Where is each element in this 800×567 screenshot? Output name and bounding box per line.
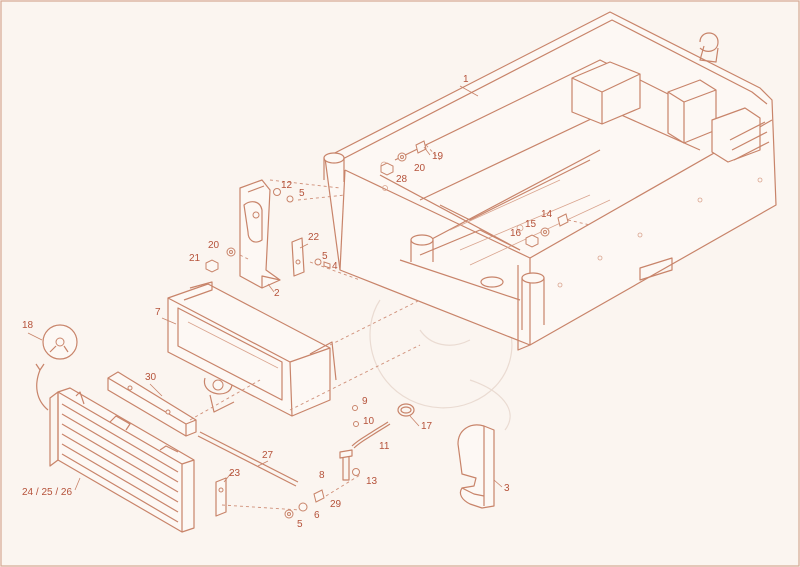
hardware-29-6-5 — [284, 489, 325, 519]
mounting-plate-part-30 — [107, 371, 197, 437]
callout-label-c7: 7 — [155, 307, 161, 318]
hardware-20-21 — [205, 247, 236, 273]
callout-label-c29: 29 — [330, 499, 342, 510]
hardware-19-20-28 — [380, 140, 427, 176]
callout-label-c1: 1 — [463, 74, 469, 85]
callout-label-c5c: 5 — [297, 519, 303, 530]
washer-part-10 — [353, 421, 359, 427]
callout-label-c2425: 24 / 25 / 26 — [22, 487, 72, 498]
callout-label-c13: 13 — [366, 476, 378, 487]
nut-part-13 — [352, 468, 360, 476]
leader-lines — [27, 85, 503, 491]
bracket-part-22 — [291, 237, 305, 277]
bolt-part-9 — [352, 405, 358, 411]
callout-label-c17: 17 — [421, 421, 433, 432]
callout-label-c6: 6 — [314, 510, 320, 521]
callout-label-c23: 23 — [229, 468, 241, 479]
callout-label-c9: 9 — [362, 396, 368, 407]
upright-guide-part-2 — [239, 179, 281, 289]
callout-label-c28: 28 — [396, 174, 408, 185]
callout-label-c15: 15 — [525, 219, 537, 230]
callout-label-c20a: 20 — [414, 163, 426, 174]
bumper-beam-part-7 — [167, 281, 337, 417]
callout-label-c18: 18 — [22, 320, 34, 331]
chain-part-11 — [351, 421, 391, 449]
callout-label-c8: 8 — [319, 470, 325, 481]
callout-label-c14: 14 — [541, 209, 553, 220]
callout-label-c30: 30 — [145, 372, 157, 383]
callout-label-c5b: 5 — [322, 251, 328, 262]
callout-label-c16: 16 — [510, 228, 522, 239]
callout-label-c12: 12 — [281, 180, 293, 191]
rod-part-27 — [197, 431, 299, 487]
pin-part-8 — [339, 449, 353, 481]
callout-label-c5a: 5 — [299, 188, 305, 199]
detail-callout-part-18 — [35, 324, 78, 411]
callout-label-c22: 22 — [308, 232, 320, 243]
cover-part-3 — [457, 424, 495, 509]
assembly-lines — [189, 144, 591, 511]
callout-label-c20b: 20 — [208, 240, 220, 251]
callout-label-c3: 3 — [504, 483, 510, 494]
callout-label-c11: 11 — [379, 441, 390, 452]
hardware-12-5 — [273, 188, 294, 203]
main-frame-part-1 — [323, 11, 777, 351]
callout-label-c21: 21 — [189, 253, 201, 264]
callout-label-c2: 2 — [274, 288, 280, 299]
callout-label-c27: 27 — [262, 450, 274, 461]
ring-part-17 — [397, 403, 415, 417]
hardware-14-15-16 — [525, 213, 569, 248]
callout-label-c10: 10 — [363, 416, 375, 427]
bracket-part-23 — [215, 477, 227, 517]
callout-label-c19: 19 — [432, 151, 444, 162]
grille-part-24-25-26 — [49, 387, 195, 533]
callout-label-c4: 4 — [332, 261, 338, 272]
